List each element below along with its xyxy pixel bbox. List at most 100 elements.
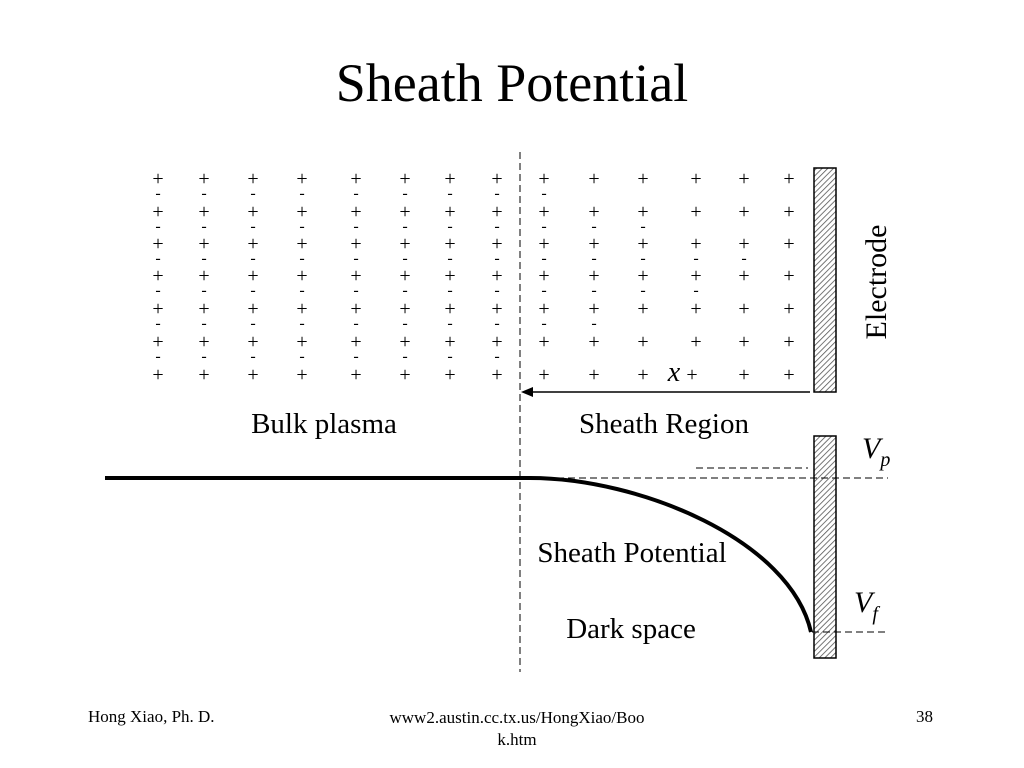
footer-author: Hong Xiao, Ph. D.: [88, 707, 215, 726]
electrode-bottom: [813, 435, 837, 659]
plus-charge: +: [152, 233, 163, 255]
plus-charge: +: [399, 364, 410, 386]
plus-charge: +: [444, 364, 455, 386]
minus-charge: -: [402, 218, 407, 235]
minus-charge: -: [201, 315, 206, 332]
minus-charge: -: [693, 282, 698, 299]
plus-charge: +: [491, 364, 502, 386]
plus-charge: +: [738, 168, 749, 190]
plus-charge: +: [538, 201, 549, 223]
minus-charge: -: [541, 315, 546, 332]
plus-charge: +: [637, 298, 648, 320]
plus-charge: +: [637, 201, 648, 223]
minus-charge: -: [402, 185, 407, 202]
minus-charge: -: [741, 250, 746, 267]
minus-charge: -: [250, 348, 255, 365]
vf-label-main: V: [854, 586, 876, 619]
minus-charge: -: [155, 348, 160, 365]
vp-label-main: V: [862, 432, 884, 465]
minus-charge: -: [447, 218, 452, 235]
x-arrow-head: [521, 387, 533, 397]
plus-charge: +: [637, 364, 648, 386]
minus-charge: -: [591, 250, 596, 267]
minus-charge: -: [591, 218, 596, 235]
plus-charge: +: [247, 265, 258, 287]
plus-charge: +: [637, 265, 648, 287]
vf-label: Vf: [854, 586, 880, 625]
plus-charge: +: [198, 265, 209, 287]
minus-charge: -: [494, 250, 499, 267]
plus-charge: +: [491, 331, 502, 353]
plus-charge: +: [152, 364, 163, 386]
plus-charge: +: [690, 201, 701, 223]
minus-charge: -: [299, 315, 304, 332]
plus-charge: +: [152, 265, 163, 287]
plus-charge: +: [152, 331, 163, 353]
plus-charge: +: [637, 331, 648, 353]
minus-charge: -: [494, 218, 499, 235]
plus-charge: +: [247, 201, 258, 223]
plus-charge: +: [152, 168, 163, 190]
plus-charge: +: [152, 298, 163, 320]
plus-charge: +: [350, 298, 361, 320]
x-label: x: [667, 357, 681, 388]
plus-charge: +: [247, 364, 258, 386]
plus-charge: +: [783, 331, 794, 353]
minus-charge: -: [201, 185, 206, 202]
plus-charge: +: [783, 265, 794, 287]
plus-charge: +: [588, 168, 599, 190]
minus-charge: -: [693, 250, 698, 267]
plus-charge: +: [247, 168, 258, 190]
minus-charge: -: [250, 185, 255, 202]
plus-charge: +: [296, 233, 307, 255]
plus-charge: +: [444, 201, 455, 223]
sheath-region-label: Sheath Region: [579, 408, 749, 440]
plus-charge: +: [491, 168, 502, 190]
plus-charge: +: [247, 331, 258, 353]
plus-charge: +: [350, 364, 361, 386]
plus-charge: +: [783, 233, 794, 255]
minus-charge: -: [640, 282, 645, 299]
plus-charge: +: [198, 364, 209, 386]
minus-charge: -: [299, 348, 304, 365]
minus-charge: -: [447, 348, 452, 365]
minus-charge: -: [155, 315, 160, 332]
plus-charge: +: [152, 201, 163, 223]
footer-url-line2: k.htm: [497, 730, 537, 750]
sheath-potential-label: Sheath Potential: [537, 537, 726, 569]
slide-title: Sheath Potential: [335, 53, 689, 113]
minus-charge: -: [591, 282, 596, 299]
plus-charge: +: [783, 201, 794, 223]
minus-charge: -: [494, 185, 499, 202]
minus-charge: -: [201, 348, 206, 365]
plus-charge: +: [296, 364, 307, 386]
plus-charge: +: [738, 364, 749, 386]
plus-charge: +: [350, 233, 361, 255]
minus-charge: -: [201, 218, 206, 235]
plus-charge: +: [198, 233, 209, 255]
minus-charge: -: [299, 218, 304, 235]
page-number: 38: [916, 707, 933, 726]
plus-charge: +: [399, 233, 410, 255]
plus-charge: +: [444, 168, 455, 190]
minus-charge: -: [353, 348, 358, 365]
plus-charge: +: [247, 233, 258, 255]
plus-charge: +: [444, 233, 455, 255]
electrode-label: Electrode: [860, 225, 893, 340]
minus-charge: -: [541, 250, 546, 267]
minus-charge: -: [541, 218, 546, 235]
plus-charge: +: [444, 331, 455, 353]
minus-charge: -: [447, 282, 452, 299]
plus-charge: +: [690, 331, 701, 353]
vp-label-sub: p: [878, 449, 890, 471]
plus-charge: +: [350, 201, 361, 223]
electrode-top: [813, 167, 837, 393]
plus-charge: +: [588, 364, 599, 386]
plus-charge: +: [399, 201, 410, 223]
minus-charge: -: [402, 315, 407, 332]
plus-charge: +: [198, 331, 209, 353]
plus-charge: +: [690, 233, 701, 255]
plus-charge: +: [247, 298, 258, 320]
plus-charge: +: [538, 265, 549, 287]
minus-charge: -: [494, 348, 499, 365]
